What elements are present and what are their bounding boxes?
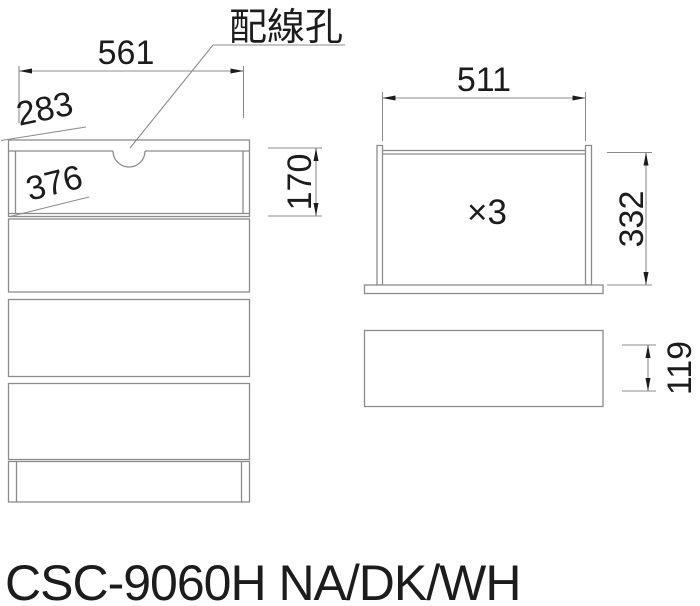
- dimension-drawer-inner-depth: 332: [607, 151, 652, 286]
- dimension-value-119: 119: [661, 341, 699, 395]
- dimension-value-283: 283: [13, 85, 76, 134]
- dimension-value-332: 332: [613, 191, 651, 248]
- dim-arrow-left: [382, 95, 396, 101]
- dimension-value-170: 170: [281, 154, 319, 211]
- callout-leader-line: [129, 44, 214, 149]
- base-outline: [7, 460, 251, 503]
- drawer-front-3: [7, 382, 251, 461]
- leader-line: [9, 196, 90, 218]
- dimension-top-depth: 283: [0, 85, 87, 142]
- drawer-top-view: ×3: [363, 144, 604, 295]
- drawer-side-wall-left: [376, 144, 384, 286]
- dimension-value-561: 561: [98, 34, 155, 72]
- dim-arrow-down: [643, 272, 649, 285]
- dimension-drawer-inner-width: 511: [381, 61, 587, 141]
- drawer-front-panel-edge: [363, 284, 604, 295]
- dim-arrow-down: [313, 203, 319, 216]
- model-number-label: CSC-9060H NA/DK/WH: [5, 555, 520, 606]
- leader-line: [0, 126, 87, 142]
- dimension-drawer-inner-height: 119: [622, 341, 699, 395]
- dim-arrow-left: [19, 68, 32, 74]
- dimension-open-section-height: 170: [268, 147, 322, 217]
- wiring-hole-label: 配線孔: [229, 7, 343, 49]
- dim-arrow-up: [645, 345, 651, 358]
- dim-arrow-up: [643, 152, 649, 166]
- top-section-outline: [7, 139, 251, 218]
- dim-arrow-up: [313, 148, 319, 161]
- drawer-front-2: [7, 298, 251, 378]
- drawer-front-view: [363, 329, 604, 408]
- drawer-quantity-label: ×3: [467, 193, 507, 232]
- dimension-value-511: 511: [457, 61, 511, 99]
- dim-arrow-right: [230, 68, 244, 74]
- drawer-front-1: [7, 218, 251, 293]
- dim-arrow-right: [572, 95, 586, 101]
- dimension-overall-width: 561: [18, 34, 245, 123]
- dim-arrow-down: [645, 378, 651, 391]
- wiring-hole-notch: [112, 150, 146, 168]
- drawer-side-wall-right: [584, 144, 593, 286]
- chest-front-view: [7, 139, 251, 503]
- wiring-hole-callout: 配線孔: [129, 7, 345, 149]
- drawer-front-panel: [363, 329, 604, 408]
